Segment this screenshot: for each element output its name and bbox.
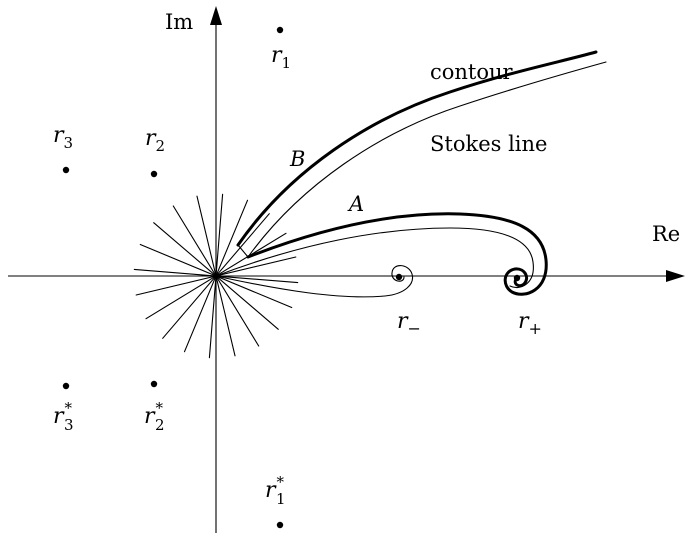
root-point-r3-conj — [62, 382, 70, 390]
root-point-r1 — [276, 26, 284, 34]
root-label-r3-conj: r*3 — [53, 399, 74, 434]
stokes-line-to-r-minus — [215, 265, 414, 298]
root-label-r2: r2 — [145, 126, 165, 155]
root-label-r3: r3 — [53, 123, 73, 152]
real-axis-arrowhead — [666, 270, 685, 282]
contour-label: contour — [430, 60, 514, 84]
root-label-r-minus: r− — [397, 309, 421, 338]
imaginary-axis-label: Im — [165, 10, 193, 34]
root-label-r1-conj: r*1 — [265, 473, 286, 508]
stokes-line-branch-b — [247, 61, 607, 258]
root-point-r-plus — [513, 274, 521, 282]
contour-branch-b — [236, 50, 598, 247]
curves: contour Stokes line B A — [215, 50, 607, 298]
stokes-line-branch-a — [215, 227, 534, 289]
root-point-r1-conj — [276, 521, 284, 529]
branch-b-label: B — [289, 147, 305, 171]
root-label-r2-conj: r*2 — [144, 399, 165, 434]
contour-branch-a — [246, 212, 548, 296]
real-axis-label: Re — [652, 222, 680, 246]
axes: Re Im — [8, 6, 685, 533]
stokes-line-label: Stokes line — [430, 132, 547, 156]
root-point-r-minus — [395, 273, 403, 281]
root-label-r-plus: r+ — [518, 309, 542, 338]
root-point-r2 — [150, 170, 158, 178]
branch-a-label: A — [347, 192, 364, 216]
contour-b-end-cap — [237, 244, 249, 258]
root-label-r1: r1 — [271, 43, 291, 72]
root-point-r2-conj — [150, 380, 158, 388]
root-point-r3 — [62, 166, 70, 174]
roots: r1 r2 r3 r*2 r*3 r*1 r− r+ — [53, 26, 542, 529]
imaginary-axis-arrowhead — [210, 6, 222, 25]
